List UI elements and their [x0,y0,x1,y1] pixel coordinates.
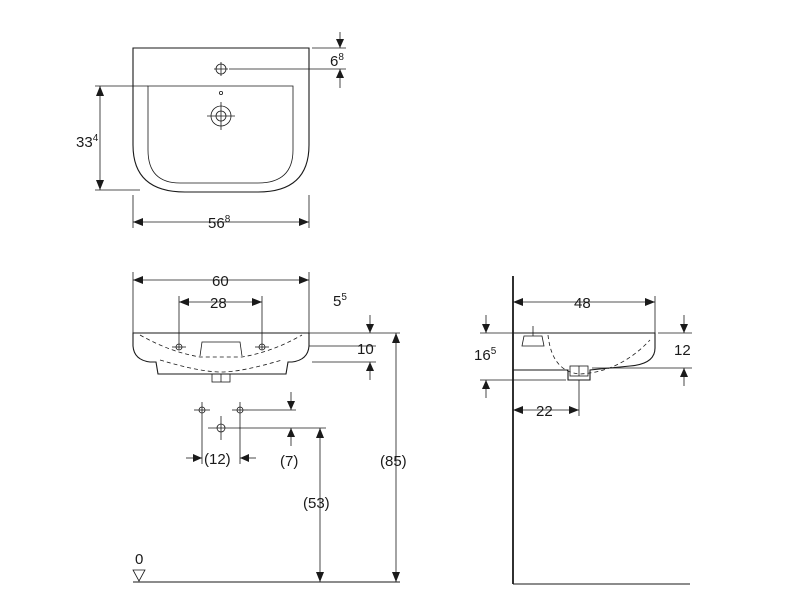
front-overall-width-label: 60 [212,273,229,290]
outlet-symbols [194,402,248,440]
floor-level-label: 0 [135,551,143,568]
drain-connection-icon [208,416,234,440]
front-view-basin-outline [132,332,310,375]
top-view-width-label: 568 [208,214,231,232]
front-view: 60 28 55 10 (85) [132,272,407,583]
front-outlet-offset-label: (7) [280,453,298,470]
side-overall-depth-label: 48 [574,295,591,312]
top-view: 334 568 68 [76,32,346,232]
front-outlet-spacing-label: (12) [204,451,231,468]
outlet-left-icon [194,402,210,418]
front-outlet-height-label: (53) [303,495,330,512]
top-view-tap-offset-label: 68 [330,52,344,70]
outlet-right-icon [232,402,248,418]
front-rim-thickness-label: 55 [333,292,347,310]
side-view-basin-outline [513,332,656,381]
side-view: 48 165 12 22 [474,276,692,585]
side-waste-distance-label: 22 [536,403,553,420]
side-bowl-height-label: 12 [674,342,691,359]
front-bowl-depth-label: 10 [357,341,374,358]
side-front-height-label: 165 [474,346,497,364]
top-view-inner-bowl [147,85,294,184]
floor-level-icon [132,569,146,582]
top-view-basin-outline [132,47,310,193]
front-install-height-label: (85) [380,453,407,470]
top-view-depth-label: 334 [76,133,99,151]
front-tap-spacing-label: 28 [210,295,227,312]
